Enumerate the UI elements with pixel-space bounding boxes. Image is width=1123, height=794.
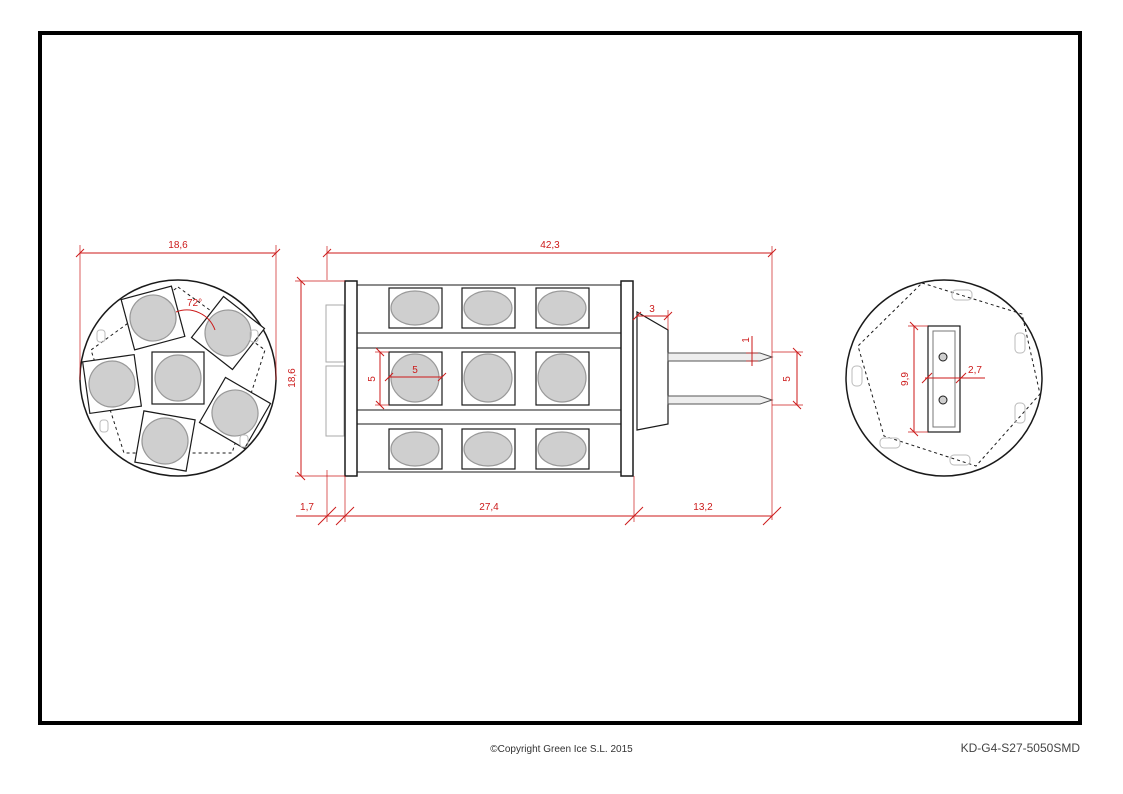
pin-base	[636, 310, 669, 431]
dim-head-diameter: 18,6	[168, 240, 188, 251]
dim-pin-spacing: 5	[782, 376, 793, 382]
angle-arc	[175, 309, 216, 331]
dim-base-offset: 1,7	[300, 502, 314, 513]
led-grid	[388, 287, 590, 470]
socket-pin-upper	[938, 352, 948, 362]
bottom-view: 9,9 2,7	[845, 279, 1043, 477]
dim-led-height: 5	[367, 376, 378, 382]
dim-led-width: 5	[412, 365, 418, 376]
dim-pin-total: 13,2	[693, 502, 713, 513]
base-tab-lower	[325, 365, 345, 437]
dim-socket-height: 9,9	[900, 372, 911, 386]
dim-total-length: 42,3	[540, 240, 560, 251]
led-cluster-top	[81, 285, 272, 472]
body-rails	[357, 284, 621, 473]
model-code: KD-G4-S27-5050SMD	[960, 741, 1080, 755]
base-circle	[845, 279, 1043, 477]
right-end-plate	[620, 280, 634, 477]
dim-body-height: 18,6	[287, 368, 298, 388]
copyright-text: ©Copyright Green Ice S.L. 2015	[490, 744, 633, 755]
dim-socket-width: 2,7	[968, 365, 982, 376]
angle-label: 72°	[187, 298, 202, 309]
dim-body-length: 27,4	[479, 502, 499, 513]
socket-pin-lower	[938, 395, 948, 405]
pin-socket-inner	[932, 330, 956, 428]
drawing-frame	[38, 31, 1082, 725]
dim-pin-length: 3	[649, 304, 655, 315]
rim-marks	[96, 329, 259, 448]
rim-marks-bottom	[851, 289, 1026, 466]
top-view: 72° 18,6	[75, 240, 281, 477]
left-end-plate	[344, 280, 358, 477]
pin-upper	[667, 352, 774, 362]
dim-pin-tip: 1	[741, 337, 752, 343]
hexagon-outline	[857, 282, 1041, 467]
pin-lower	[667, 395, 774, 405]
base-tab-upper	[325, 304, 345, 363]
side-view: 42,3 18,6 3 1 5 5 5	[287, 240, 803, 526]
